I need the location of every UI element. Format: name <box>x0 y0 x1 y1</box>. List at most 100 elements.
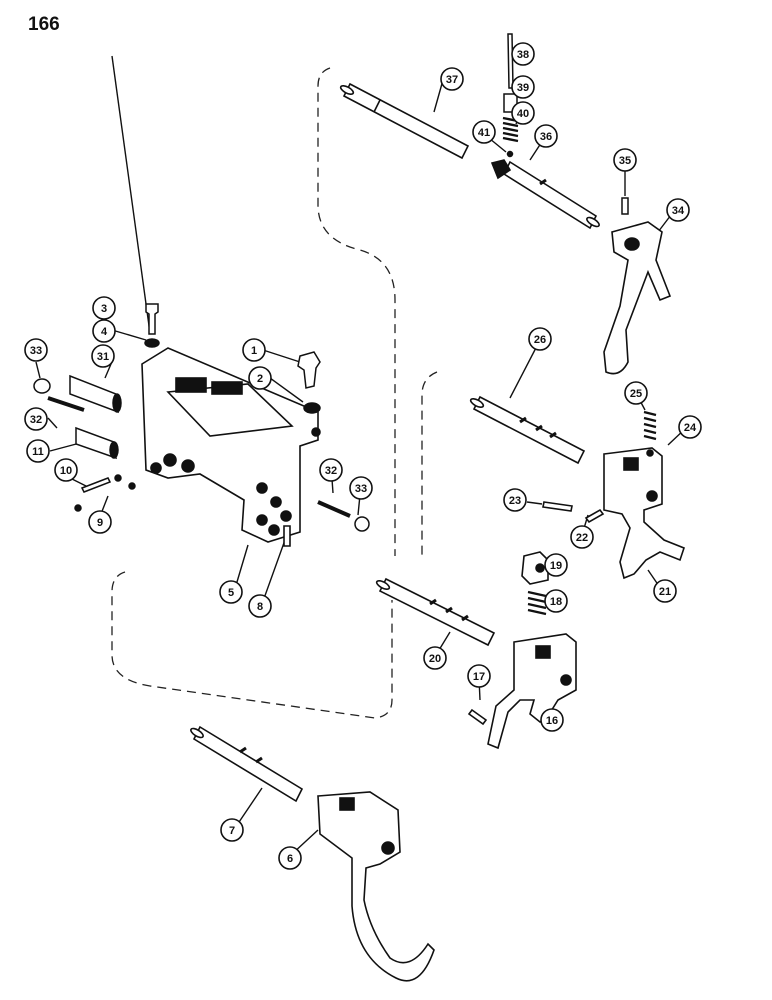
callout-c1: 1 <box>242 338 266 362</box>
callout-label: 26 <box>534 334 546 346</box>
callout-circle <box>624 381 648 405</box>
callout-label: 39 <box>517 82 529 94</box>
shifter-housing-5 <box>141 347 321 547</box>
callout-label: 32 <box>325 465 337 477</box>
spring-32b <box>317 500 351 518</box>
callout-circle <box>678 415 702 439</box>
pin-38 <box>507 33 514 89</box>
callout-circle <box>540 708 564 732</box>
callout-circle <box>92 319 116 343</box>
callout-label: 7 <box>229 825 235 837</box>
pin-8 <box>283 525 291 547</box>
callout-c19: 19 <box>544 553 568 577</box>
callout-label: 16 <box>546 715 558 727</box>
callout-circle <box>666 198 690 222</box>
callout-label: 8 <box>257 601 263 613</box>
callout-c34: 34 <box>666 198 690 222</box>
page-number: 166 <box>28 14 60 35</box>
callout-label: 19 <box>550 560 562 572</box>
callout-circle <box>54 458 78 482</box>
callout-circle <box>24 338 48 362</box>
callout-c41: 41 <box>472 120 496 144</box>
callout-label: 1 <box>251 345 257 357</box>
callout-label: 31 <box>97 351 109 363</box>
phantom-outline-right <box>421 371 438 556</box>
callout-label: 6 <box>287 853 293 865</box>
callout-c11: 11 <box>26 439 50 463</box>
rail-7 <box>190 725 304 803</box>
callout-circle <box>248 366 272 390</box>
shift-fork-16 <box>467 551 577 750</box>
ball-9a <box>114 474 122 482</box>
callout-circle <box>423 646 447 670</box>
callout-label: 33 <box>355 483 367 495</box>
callout-circle <box>467 664 491 688</box>
callout-circle <box>248 594 272 618</box>
callout-label: 36 <box>540 131 552 143</box>
leader-lines <box>35 51 687 855</box>
callout-c40: 40 <box>511 101 535 125</box>
callout-circle <box>511 42 535 66</box>
nut-33b <box>354 516 370 532</box>
callout-c32b: 32 <box>319 458 343 482</box>
ball-41 <box>506 150 514 158</box>
callout-label: 21 <box>659 586 671 598</box>
callout-circle <box>472 120 496 144</box>
callout-c33a: 33 <box>24 338 48 362</box>
nut-33a <box>33 378 51 394</box>
callout-c5: 5 <box>219 580 243 604</box>
callout-circle <box>544 589 568 613</box>
bolt-3 <box>145 303 159 335</box>
rail-20 <box>375 577 496 647</box>
shift-fork-21 <box>542 410 685 580</box>
spring-40 <box>502 116 519 143</box>
shift-fork-34 <box>603 221 672 375</box>
rail-36 <box>490 159 600 230</box>
callout-circle <box>570 525 594 549</box>
callout-circle <box>440 67 464 91</box>
callout-label: 11 <box>32 446 44 458</box>
callout-c25: 25 <box>624 381 648 405</box>
callout-label: 34 <box>672 205 685 217</box>
callout-c38: 38 <box>511 42 535 66</box>
spring-32a <box>47 396 85 412</box>
callout-c6: 6 <box>278 846 302 870</box>
pin-23 <box>542 501 573 512</box>
callout-label: 2 <box>257 373 263 385</box>
callout-circle <box>528 327 552 351</box>
callout-c2: 2 <box>248 366 272 390</box>
callout-circle <box>544 553 568 577</box>
callout-c35: 35 <box>613 148 637 172</box>
callout-label: 4 <box>101 326 108 338</box>
callout-label: 10 <box>60 465 72 477</box>
bolt-1 <box>297 351 321 389</box>
callout-circle <box>349 476 373 500</box>
callout-circle <box>219 580 243 604</box>
callout-c20: 20 <box>423 646 447 670</box>
pin-17 <box>467 708 488 726</box>
callout-label: 40 <box>517 108 529 120</box>
callout-c3: 3 <box>92 296 116 320</box>
ball-9c <box>74 504 82 512</box>
callout-label: 37 <box>446 74 458 86</box>
callout-circle <box>503 488 527 512</box>
callout-label: 5 <box>228 587 234 599</box>
callout-c36: 36 <box>534 124 558 148</box>
callout-circle <box>534 124 558 148</box>
pin-22 <box>584 508 605 524</box>
callout-c9: 9 <box>88 510 112 534</box>
callout-c31: 31 <box>91 344 115 368</box>
shift-rails <box>190 82 600 803</box>
callout-c32a: 32 <box>24 407 48 431</box>
callout-circle <box>220 818 244 842</box>
callout-circle <box>26 439 50 463</box>
ball-9b <box>128 482 136 490</box>
callout-label: 20 <box>429 653 441 665</box>
callout-circle <box>91 344 115 368</box>
callout-label: 38 <box>517 49 529 61</box>
callout-circle <box>511 75 535 99</box>
callout-circle <box>88 510 112 534</box>
callout-label: 23 <box>509 495 521 507</box>
callout-circle <box>242 338 266 362</box>
